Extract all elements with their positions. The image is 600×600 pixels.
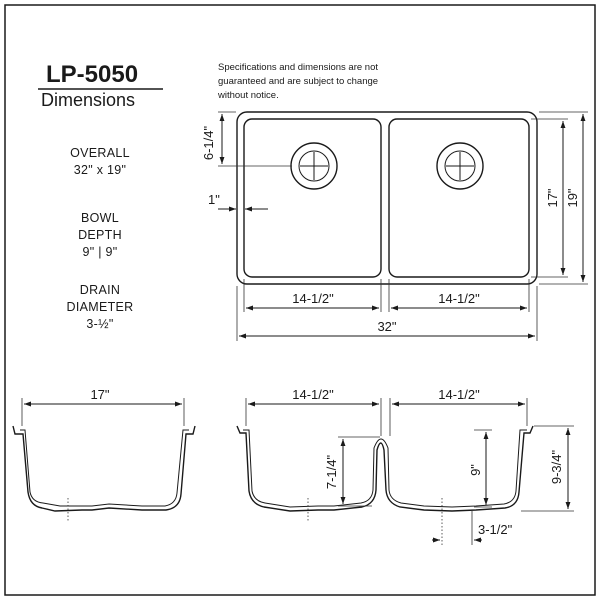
- side-outer-profile: [12, 425, 196, 512]
- drain-value: 3-½": [86, 317, 113, 331]
- bowl-depth-dimension: 9": [468, 464, 483, 476]
- sink-outline: [236, 111, 538, 285]
- right-bowl: [388, 118, 530, 278]
- bowl-length-dimension: 17": [545, 188, 560, 207]
- side-inner-profile: [20, 429, 189, 507]
- left-bowl-width-dimension: 14-1/2": [292, 291, 334, 306]
- front-left-width-dimension: 14-1/2": [292, 387, 334, 402]
- front-view: 14-1/2" 14-1/2" 7-1/4" 9" 9-3/4" 3-1/2": [236, 387, 574, 545]
- left-bowl: [243, 118, 382, 278]
- overall-label: OVERALL: [70, 146, 130, 160]
- front-inner-profile: [243, 429, 527, 508]
- disclaimer-line-1: Specifications and dimensions are not: [218, 62, 378, 73]
- front-drain-offset-dimension: 3-1/2": [478, 522, 513, 537]
- right-bowl-width-dimension: 14-1/2": [438, 291, 480, 306]
- front-outer-profile: [236, 425, 534, 512]
- plan-view: 6-1/4" 1" 14-1/2" 14-1/2" 32" 17" 19": [201, 111, 588, 341]
- overall-length-dimension: 19": [565, 188, 580, 207]
- bowl-label-1: BOWL: [81, 211, 119, 225]
- spec-list: OVERALL 32" x 19" BOWL DEPTH 9" | 9" DRA…: [67, 146, 134, 331]
- overall-value: 32" x 19": [74, 163, 127, 177]
- divider-height-dimension: 7-1/4": [324, 454, 339, 489]
- disclaimer-line-2: guaranteed and are subject to change: [218, 76, 378, 87]
- drain-label-1: DRAIN: [80, 283, 120, 297]
- side-width-dimension: 17": [90, 387, 109, 402]
- dimensions-subtitle: Dimensions: [41, 90, 135, 110]
- right-drain-icon: [436, 142, 484, 190]
- overall-depth-dimension: 9-3/4": [549, 449, 564, 484]
- bowl-label-2: DEPTH: [78, 228, 122, 242]
- wall-thickness-dimension: 1": [208, 192, 220, 207]
- front-right-width-dimension: 14-1/2": [438, 387, 480, 402]
- page-frame: [4, 4, 596, 596]
- left-drain-icon: [290, 142, 338, 190]
- drain-offset-dimension: 6-1/4": [201, 125, 216, 160]
- side-view: 17": [12, 387, 196, 522]
- disclaimer-line-3: without notice.: [217, 90, 279, 101]
- model-title: LP-5050: [46, 61, 138, 88]
- bowl-value: 9" | 9": [82, 245, 117, 259]
- overall-width-dimension: 32": [377, 319, 396, 334]
- drain-label-2: DIAMETER: [67, 300, 134, 314]
